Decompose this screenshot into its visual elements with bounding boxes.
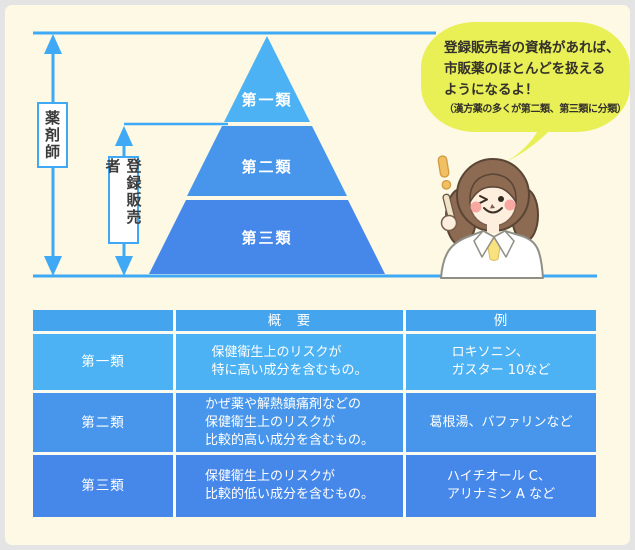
character-neck — [487, 224, 499, 233]
fist — [440, 214, 458, 232]
table-header-blank — [33, 310, 173, 331]
overview-text: 保健衛生上のリスクが 特に高い成分を含むもの。 — [211, 345, 368, 378]
speech-bubble-line-2: 市販薬のほとんどを扱える — [444, 61, 606, 77]
right-cheek — [504, 199, 516, 211]
character-lab-coat — [440, 230, 544, 279]
speech-bubble-shape — [421, 22, 630, 164]
table-row-3-overview: 保健衛生上のリスクが 比較的低い成分を含むもの。 — [176, 455, 403, 517]
left-cheek — [470, 201, 482, 213]
pyramid-tier-1-label: 第一類 — [241, 91, 292, 109]
pyramid-diagram: 第一類 第二類 第三類 — [33, 22, 630, 278]
table-row-3-example: ハイチオール C、 アリナミン A など — [406, 455, 596, 517]
example-text: ハイチオール C、 アリナミン A など — [446, 469, 556, 502]
character-hand-with-pen — [440, 193, 458, 232]
wink-eye — [479, 195, 488, 204]
table-row-1-category: 第一類 — [33, 334, 173, 390]
pyramid-tier-2-label: 第二類 — [241, 158, 292, 176]
speech-bubble: 登録販売者の資格があれば、 市販薬のほとんどを扱える ようになるよ！ （漢方薬の… — [444, 38, 630, 117]
category-label: 第三類 — [81, 478, 125, 494]
overview-text: 保健衛生上のリスクが 比較的低い成分を含むもの。 — [204, 469, 374, 502]
table-header-overview-label: 概 要 — [267, 312, 312, 329]
speech-bubble-line-3: ようになるよ！ — [444, 82, 539, 98]
right-lapel — [493, 230, 515, 258]
pyramid-tier-1 — [224, 36, 310, 122]
table-row-3-category: 第三類 — [33, 455, 173, 517]
table-row-2-overview: かぜ薬や解熱鎮痛剤などの 保健衛生上のリスクが 比較的高い成分を含むもの。 — [176, 393, 403, 452]
pyramid-tier-2 — [187, 126, 347, 196]
exclamation-icon — [437, 155, 452, 190]
pyramid-tier-3-label: 第三類 — [241, 229, 292, 247]
nose — [490, 204, 495, 209]
table-row-1-overview: 保健衛生上のリスクが 特に高い成分を含むもの。 — [176, 334, 403, 390]
smile-mouth — [483, 207, 503, 214]
table-row-1-example: ロキソニン、 ガスター 10など — [406, 334, 596, 390]
table-header-overview: 概 要 — [176, 310, 403, 331]
table-header-example: 例 — [406, 310, 596, 331]
category-label: 第二類 — [81, 414, 125, 431]
character-features — [470, 195, 516, 214]
pyramid-tier-3 — [149, 200, 385, 274]
speech-bubble-note: （漢方薬の多くが第二類、第三類に分類） — [444, 104, 627, 115]
pharmacist-label: 薬剤師 — [43, 109, 61, 161]
classification-table: 概 要 例 第一類 保健衛生上のリスクが 特に高い成分を含むもの。 ロキソニン、… — [33, 310, 596, 517]
character-bangs — [469, 173, 517, 205]
table-row-2-category: 第二類 — [33, 393, 173, 452]
example-text: 葛根湯、バファリンなど — [429, 414, 573, 430]
left-lapel — [473, 230, 495, 258]
table-header-example-label: 例 — [493, 312, 509, 329]
table-row-2-example: 葛根湯、バファリンなど — [406, 393, 596, 452]
overview-text: かぜ薬や解熱鎮痛剤などの 保健衛生上のリスクが 比較的高い成分を含むもの。 — [204, 396, 374, 448]
registered-seller-label: 登録販売者 — [103, 158, 143, 226]
pharmacist-character-illustration — [437, 155, 544, 279]
registered-seller-label-box: 登録販売者 — [104, 156, 143, 244]
example-text: ロキソニン、 ガスター 10など — [451, 345, 551, 378]
category-label: 第一類 — [81, 354, 125, 370]
pharmacist-label-box: 薬剤師 — [37, 102, 68, 168]
open-eye — [498, 196, 504, 202]
speech-bubble-line-1: 登録販売者の資格があれば、 — [444, 40, 620, 56]
